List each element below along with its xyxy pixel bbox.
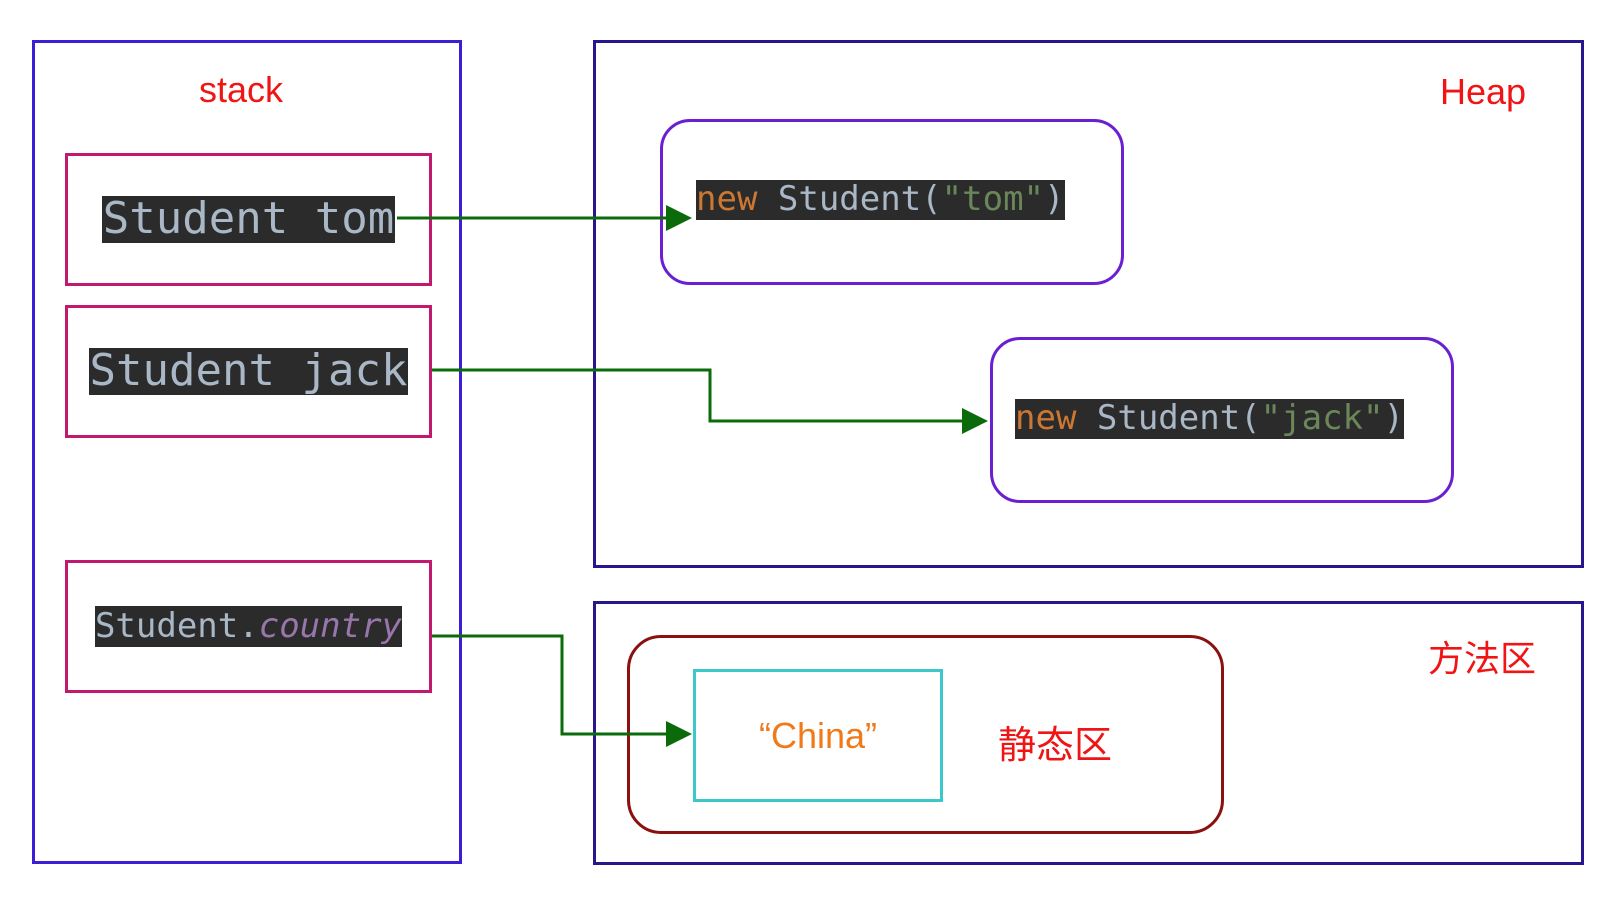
heap-object-tom-arg: "tom" [941, 179, 1045, 219]
static-value-text: “China” [758, 714, 878, 756]
heap-object-jack-keyword: new [1015, 398, 1077, 438]
stack-var-jack: Student jack [65, 305, 432, 438]
heap-object-tom-code: new Student("tom") [696, 180, 1065, 220]
heap-object-tom-keyword: new [696, 179, 758, 219]
stack-var-tom-code: Student tom [101, 193, 396, 245]
stack-var-country-dot: . [238, 605, 259, 646]
heap-region: Heap [593, 40, 1584, 568]
stack-var-jack-type: Student [89, 345, 275, 397]
stack-title: stack [199, 69, 284, 110]
stack-var-country-class: Student [94, 605, 239, 646]
method-area-title: 方法区 [1428, 638, 1537, 679]
method-area-region: 方法区 [593, 601, 1584, 865]
heap-object-jack-code: new Student("jack") [1015, 399, 1404, 439]
stack-var-country-field: country [258, 605, 403, 646]
stack-var-jack-code: Student jack [88, 345, 409, 397]
heap-object-jack-close: ) [1383, 398, 1404, 438]
stack-var-country: Student.country [65, 560, 432, 693]
heap-object-jack-arg: "jack" [1260, 398, 1384, 438]
stack-var-tom: Student tom [65, 153, 432, 286]
stack-region: stack [32, 40, 462, 864]
heap-object-tom-ctor: Student( [757, 179, 942, 219]
heap-object-tom-close: ) [1044, 179, 1065, 219]
stack-var-country-code: Student.country [94, 605, 403, 648]
stack-var-tom-name: tom [314, 193, 395, 245]
heap-title: Heap [1440, 71, 1527, 112]
stack-var-jack-name: jack [301, 345, 408, 397]
static-value-china: “China” [693, 669, 943, 802]
stack-var-tom-type: Student [102, 193, 289, 245]
heap-object-jack-ctor: Student( [1076, 398, 1261, 438]
static-area-label: 静态区 [998, 723, 1113, 767]
